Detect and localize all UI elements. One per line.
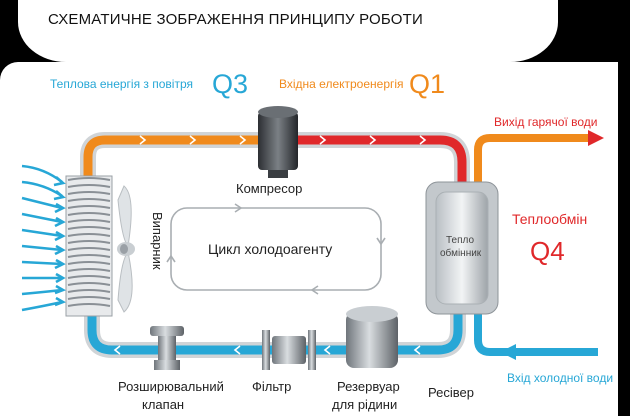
pipe-orange: [83, 135, 275, 195]
hot-water-arrow: [588, 130, 604, 146]
pipe-red: [287, 135, 467, 190]
cold-water-label: Вхід холодної води: [507, 371, 614, 385]
expansion-valve-label-line2: клапан: [142, 397, 185, 412]
electric-input-label: Вхідна електроенергія: [279, 77, 404, 91]
title-bubble: [18, 0, 558, 62]
refrigerant-cycle-loop: [166, 203, 386, 295]
filter-label: Фільтр: [252, 379, 292, 394]
evaporator-fins: [67, 177, 111, 307]
expansion-valve: [150, 326, 184, 370]
diagram-title: СХЕМАТИЧНЕ ЗОБРАЖЕННЯ ПРИНЦИПУ РОБОТИ: [48, 11, 423, 28]
air-energy-code: Q3: [212, 69, 249, 99]
cold-water-arrow: [500, 344, 516, 360]
exchanger-label-line1: Тепло: [446, 235, 475, 246]
evaporator-fan: [117, 185, 135, 313]
hot-water-label: Вихід гарячої води: [494, 115, 598, 129]
air-energy-label: Теплова енергія з повітря: [50, 77, 193, 91]
reservoir-label-line1: Резервуар: [337, 379, 400, 394]
compressor: [258, 106, 298, 178]
hot-water-pipe: [474, 134, 590, 195]
heat-exchange-code: Q4: [530, 236, 565, 266]
reservoir-label-line2: для рідини: [332, 397, 398, 412]
pipe-top-right-frame: [284, 132, 470, 193]
expansion-valve-label-line1: Розширювальний: [118, 379, 224, 394]
cycle-label: Цикл холодоагенту: [208, 241, 333, 257]
compressor-label: Компресор: [236, 181, 303, 196]
pipe-direction-chevrons: [113, 135, 427, 355]
evaporator-label: Випарник: [150, 212, 165, 270]
evaporator-coil: [65, 175, 113, 317]
liquid-reservoir: [346, 306, 398, 368]
exchanger-label-line2: обмінник: [440, 248, 482, 259]
cold-water-pipe: [474, 300, 598, 356]
heat-exchanger-tank: [425, 181, 499, 315]
filter: [262, 330, 316, 370]
receiver-label: Ресівер: [428, 385, 474, 400]
heat-exchange-label: Теплообмін: [512, 211, 588, 227]
air-arrows: [21, 164, 67, 312]
electric-input-code: Q1: [409, 69, 446, 99]
